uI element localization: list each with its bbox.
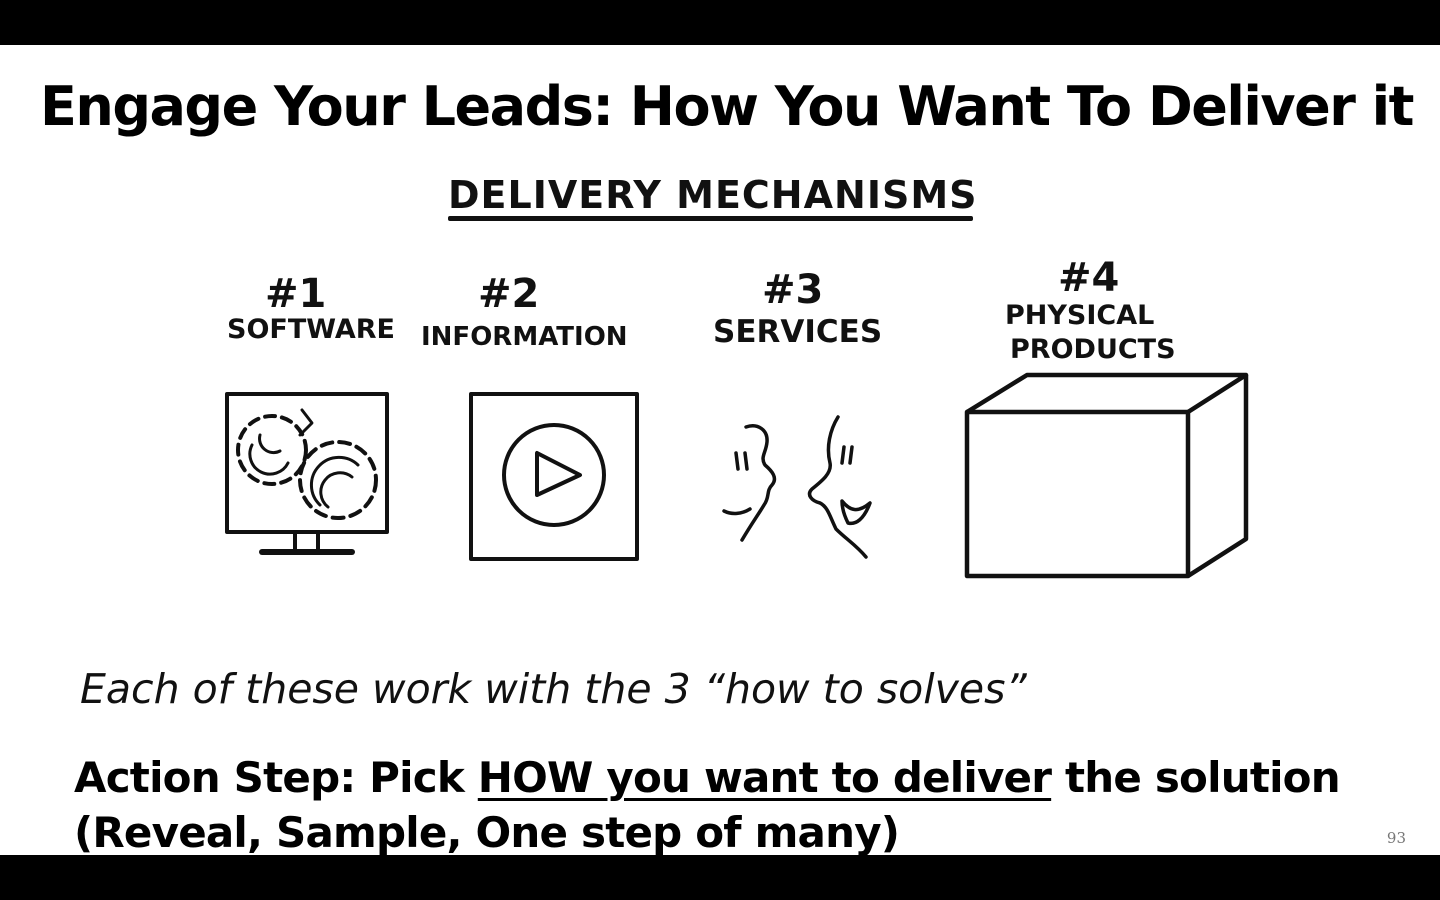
slide: Engage Your Leads: How You Want To Deliv…: [0, 45, 1440, 855]
item-4-label-line2: Products: [1010, 334, 1176, 365]
action-underlined: HOW you want to deliver: [477, 753, 1052, 802]
delivery-icons: [225, 372, 1249, 579]
action-step-line1: Action Step: Pick HOW you want to delive…: [74, 750, 1341, 805]
subtitle: Each of these work with the 3 “how to so…: [80, 665, 1027, 713]
action-step-line2: (Reveal, Sample, One step of many): [74, 808, 900, 855]
item-2-label: Information: [421, 322, 628, 352]
page-number: 93: [1386, 829, 1406, 847]
play-button-icon: [469, 392, 639, 561]
item-3-number: #3: [762, 267, 824, 313]
item-3-label: Services: [713, 314, 883, 350]
action-suffix: the solution: [1051, 753, 1341, 802]
item-2-number: #2: [478, 271, 540, 317]
action-prefix: Action Step: Pick: [74, 753, 478, 802]
monitor-gears-icon: [225, 392, 389, 555]
two-faces-talking-icon: [722, 415, 872, 559]
item-1-label: Software: [227, 314, 395, 345]
item-4-number: #4: [1058, 255, 1120, 301]
delivery-mechanisms-heading: Delivery Mechanisms: [448, 173, 978, 217]
box-icon: [964, 372, 1249, 579]
action-step: Action Step: Pick HOW you want to delive…: [74, 750, 1341, 855]
item-1-number: #1: [265, 271, 327, 317]
item-4-label-line1: Physical: [1005, 300, 1155, 331]
slide-title: Engage Your Leads: How You Want To Deliv…: [40, 75, 1415, 138]
heading-underline: [448, 216, 973, 221]
